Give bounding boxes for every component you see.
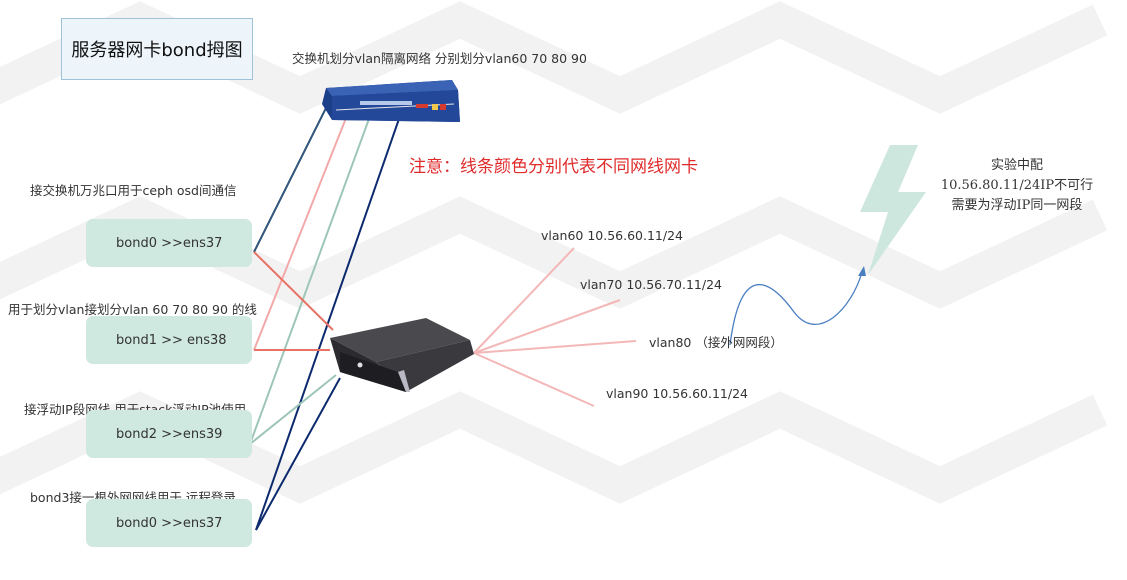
vlan70-label: vlan70 10.56.70.11/24 <box>580 277 722 292</box>
wavy-arrow <box>729 271 863 346</box>
diagram-title: 服务器网卡bond拇图 <box>61 18 253 80</box>
bond3-box: bond0 >>ens37 <box>86 499 252 547</box>
bond0-box: bond0 >>ens37 <box>86 219 252 267</box>
bond1-description: 用于划分vlan接划分vlan 60 70 80 90 的线 <box>8 302 257 317</box>
bond0-server-link <box>253 251 334 331</box>
arrow-head-icon <box>858 266 866 276</box>
wire-color-warning: 注意：线条颜色分别代表不同网线网卡 <box>409 157 698 177</box>
vlan70-line <box>473 299 621 354</box>
vlan80-label: vlan80 （接外网网段） <box>649 335 783 350</box>
bond0-label: bond0 >>ens37 <box>116 235 223 251</box>
vlan90-label: vlan90 10.56.60.11/24 <box>606 386 748 401</box>
bond1-switch-wire <box>253 107 351 351</box>
switch-device <box>322 80 460 122</box>
bond2-box: bond2 >>ens39 <box>86 410 252 458</box>
bond3-server-link <box>255 377 341 531</box>
bond3-label: bond0 >>ens37 <box>116 515 223 531</box>
switch-note: 交换机划分vlan隔离网络 分别划分vlan60 70 80 90 <box>292 51 587 66</box>
vlan60-label: vlan60 10.56.60.11/24 <box>541 228 683 243</box>
bond2-label: bond2 >>ens39 <box>116 426 223 442</box>
bond2-server-link <box>249 374 337 445</box>
bond1-label: bond1 >> ens38 <box>116 332 227 348</box>
bond0-description: 接交换机万兆口用于ceph osd间通信 <box>30 183 237 198</box>
vlan90-line <box>473 352 595 407</box>
bond2-switch-wire <box>249 107 374 445</box>
vlan60-line <box>473 247 575 354</box>
experiment-note: 实验中配10.56.80.11/24IP不可行 需要为浮动IP同一网段 <box>940 158 1094 213</box>
vlan80-line <box>473 340 637 354</box>
bond3-switch-wire <box>255 115 401 531</box>
bond0-switch-wire <box>253 107 327 253</box>
server-device <box>330 318 474 392</box>
bond1-box: bond1 >> ens38 <box>86 316 252 364</box>
lightning-icon <box>860 145 926 275</box>
